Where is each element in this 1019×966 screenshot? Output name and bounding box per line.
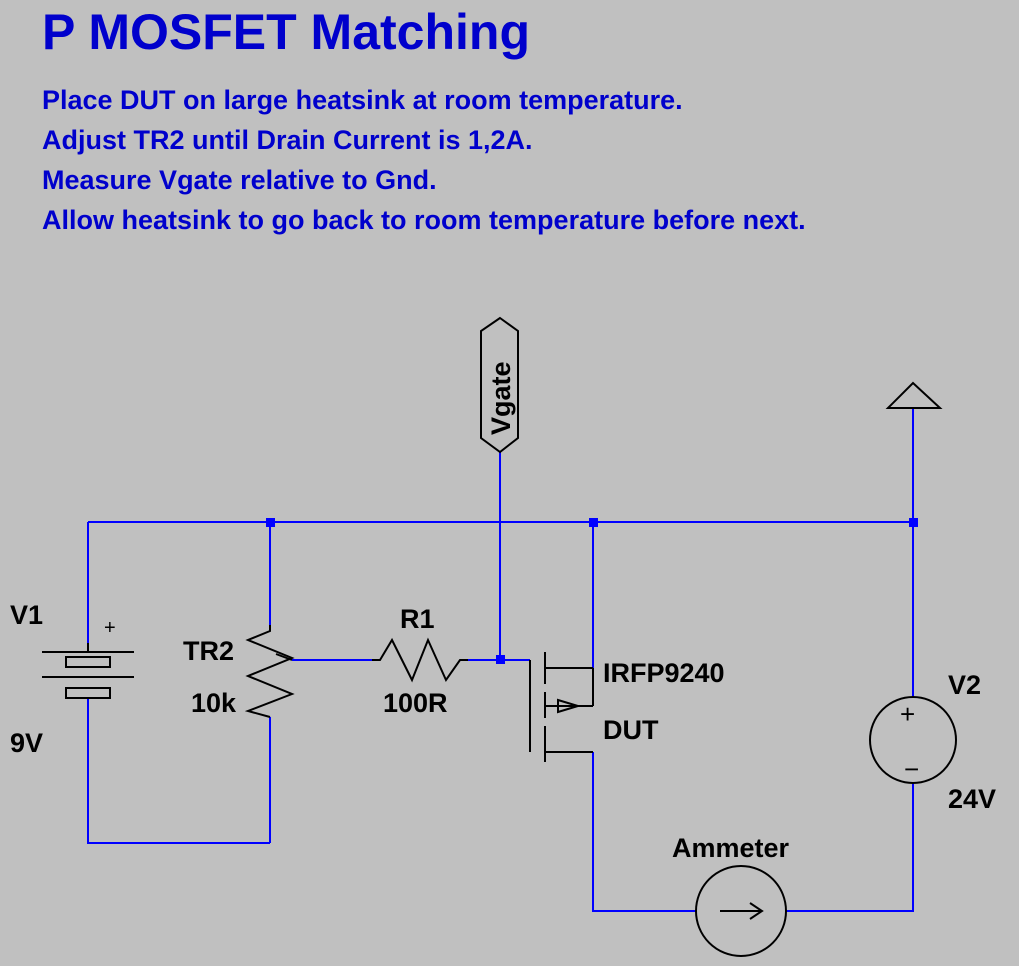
mosfet-m1 [529, 652, 594, 762]
mosfet-part-number: IRFP9240 [603, 658, 725, 688]
voltage-source-v2: + − [869, 696, 957, 784]
supply-arrow-icon [885, 381, 943, 409]
wires [87, 408, 914, 912]
r1-name: R1 [400, 604, 435, 634]
instruction-4: Allow heatsink to go back to room temper… [42, 205, 806, 235]
page-title: P MOSFET Matching [42, 4, 530, 60]
v1-plus-sign: + [104, 617, 116, 639]
instruction-3: Measure Vgate relative to Gnd. [42, 165, 437, 195]
potentiometer-tr2 [244, 625, 295, 718]
tr2-value: 10k [191, 688, 237, 718]
mosfet-value: DUT [603, 715, 659, 745]
instruction-1: Place DUT on large heatsink at room temp… [42, 85, 683, 115]
vgate-label: Vgate [486, 361, 516, 435]
v2-plus-sign: + [900, 699, 915, 729]
junction-dot [589, 518, 598, 527]
v2-name: V2 [948, 670, 981, 700]
r1-value: 100R [383, 688, 448, 718]
instruction-2: Adjust TR2 until Drain Current is 1,2A. [42, 125, 533, 155]
wire-v1-bottom [87, 698, 270, 844]
battery-v1: + [42, 617, 134, 699]
v1-name: V1 [10, 600, 43, 630]
vgate-net-label: Vgate [480, 316, 519, 454]
junction-dot [496, 655, 505, 664]
v2-value: 24V [948, 784, 996, 814]
v2-minus-sign: − [904, 754, 919, 784]
resistor-r1 [372, 637, 468, 683]
v1-value: 9V [10, 728, 43, 758]
junctions [266, 518, 918, 664]
ammeter [695, 865, 787, 957]
ammeter-label: Ammeter [672, 833, 790, 863]
tr2-name: TR2 [183, 636, 234, 666]
wire-drain [592, 752, 696, 912]
junction-dot [266, 518, 275, 527]
wire-ammeter-v2 [786, 784, 914, 912]
junction-dot [909, 518, 918, 527]
